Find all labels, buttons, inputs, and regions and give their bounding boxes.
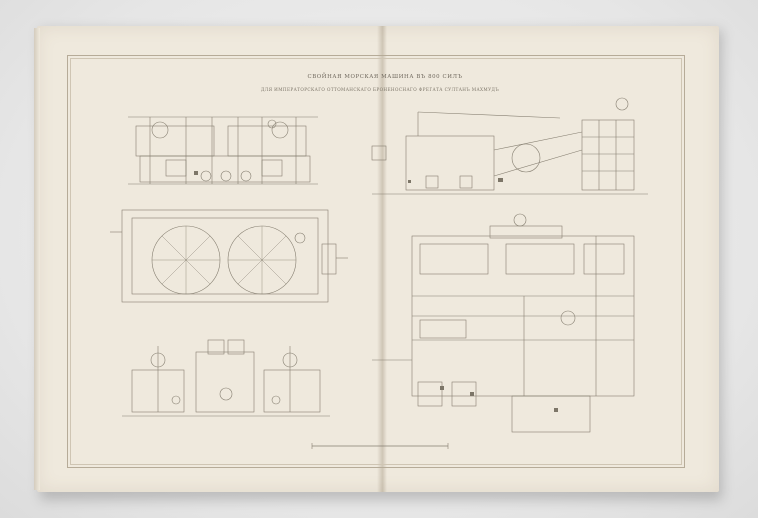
section-drawing-icon xyxy=(122,339,330,417)
paper-sheet xyxy=(37,26,719,492)
boiler-drawing-icon xyxy=(110,209,348,303)
plate-title: СВОЙНАЯ МОРСКАЯ МАШИНА ВЪ 800 СИЛЪ xyxy=(307,74,463,80)
plate-subtitle: ДЛЯ ИМПЕРАТОРСКАГО ОТТОМАНСКАГО БРОНЕНОС… xyxy=(260,87,500,92)
engine-drawing-icon xyxy=(128,116,318,185)
engine-drawing-icon xyxy=(371,97,648,195)
center-fold xyxy=(377,26,387,492)
binding-edge xyxy=(34,28,40,490)
plate-border xyxy=(67,55,685,468)
section-drawing-icon xyxy=(372,213,635,433)
plate-inner-border xyxy=(70,58,682,465)
